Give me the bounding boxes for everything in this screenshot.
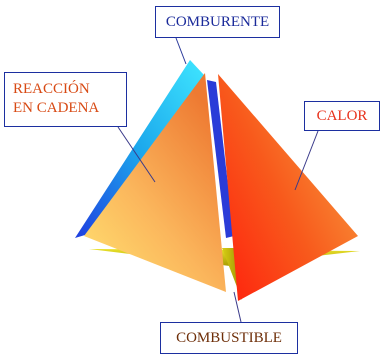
- leader-reaccion: [117, 126, 156, 183]
- label-reaccion-en-cadena: REACCIÓN EN CADENA: [4, 72, 127, 127]
- face-comburente-edge: [207, 80, 234, 238]
- leader-combustible: [233, 291, 242, 323]
- label-reaccion-line1: REACCIÓN: [13, 81, 90, 97]
- leader-comburente: [175, 37, 187, 65]
- label-combustible: COMBUSTIBLE: [160, 322, 298, 354]
- face-calor: [218, 74, 358, 301]
- face-reaccion: [84, 73, 226, 292]
- leader-calor: [294, 130, 319, 191]
- label-reaccion-line2: EN CADENA: [13, 100, 100, 116]
- label-comburente: COMBURENTE: [155, 6, 280, 38]
- label-calor: CALOR: [304, 101, 380, 131]
- face-comburente: [75, 60, 204, 238]
